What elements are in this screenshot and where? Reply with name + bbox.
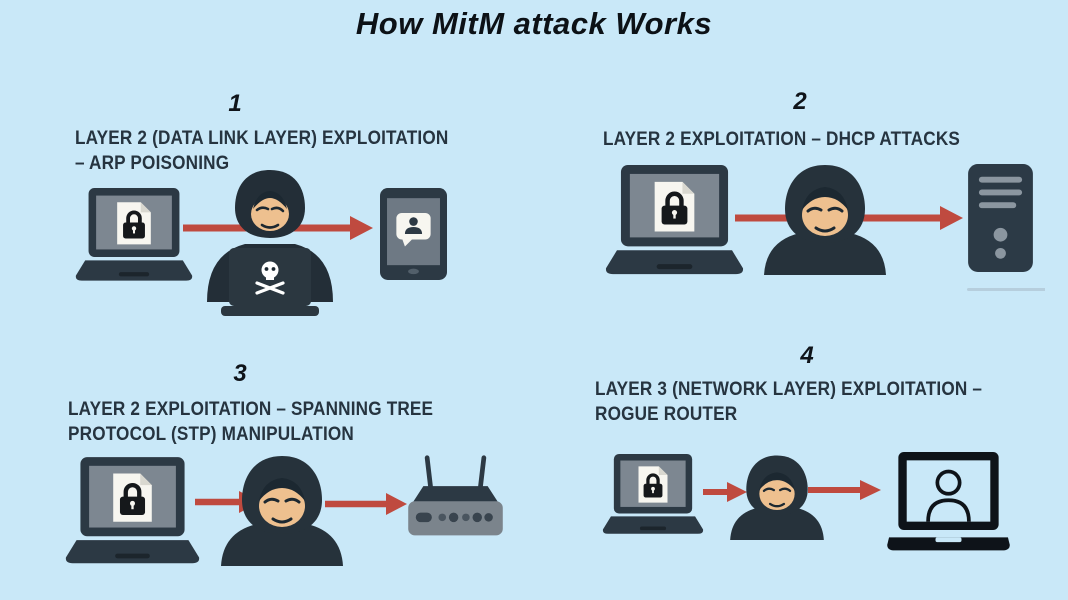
panel-4-heading: LAYER 3 (NETWORK LAYER) EXPLOITATION – R… <box>595 377 982 427</box>
panel-heading-line: LAYER 2 (DATA LINK LAYER) EXPLOITATION <box>75 127 449 149</box>
laptop-lock-icon <box>606 165 743 274</box>
page-title: How MitM attack Works <box>355 6 713 41</box>
server-shadow <box>967 288 1045 291</box>
panel-1-illustration <box>75 170 447 318</box>
attack-arrow-icon <box>808 480 881 500</box>
panel-4-illustration <box>602 452 1010 553</box>
router-icon <box>408 458 503 536</box>
attack-arrow-icon <box>703 482 747 502</box>
panel-heading-line: PROTOCOL (STP) MANIPULATION <box>68 422 354 445</box>
panel-2-heading: LAYER 2 EXPLOITATION – DHCP ATTACKS <box>603 127 960 152</box>
laptop-lock-icon <box>66 457 199 563</box>
attack-arrow-icon <box>325 493 407 515</box>
hacker-skull-laptop-icon <box>205 170 335 318</box>
panel-heading-line: – ARP POISONING <box>75 151 230 174</box>
panel-1-heading: LAYER 2 (DATA LINK LAYER) EXPLOITATION –… <box>75 126 448 176</box>
panel-heading-line: LAYER 3 (NETWORK LAYER) EXPLOITATION – <box>595 378 983 400</box>
panel-4-number: 4 <box>800 342 814 369</box>
panel-heading-line: LAYER 2 EXPLOITATION – SPANNING TREE <box>68 398 434 420</box>
hacker-icon <box>729 454 825 540</box>
server-tower-icon <box>968 164 1033 272</box>
panel-heading-line: LAYER 2 EXPLOITATION – DHCP ATTACKS <box>603 128 961 150</box>
panel-heading-line: ROGUE ROUTER <box>595 402 738 425</box>
panel-2-number: 2 <box>793 88 807 115</box>
panel-1-number: 1 <box>228 90 242 117</box>
panel-3-illustration <box>55 454 515 566</box>
laptop-user-icon <box>887 452 1010 553</box>
panel-3-heading: LAYER 2 EXPLOITATION – SPANNING TREE PRO… <box>68 397 433 447</box>
panel-2-illustration <box>595 163 1045 291</box>
tablet-chat-icon <box>380 188 447 280</box>
laptop-lock-icon <box>75 188 193 283</box>
laptop-lock-icon <box>602 454 704 536</box>
panel-3-number: 3 <box>233 360 247 387</box>
